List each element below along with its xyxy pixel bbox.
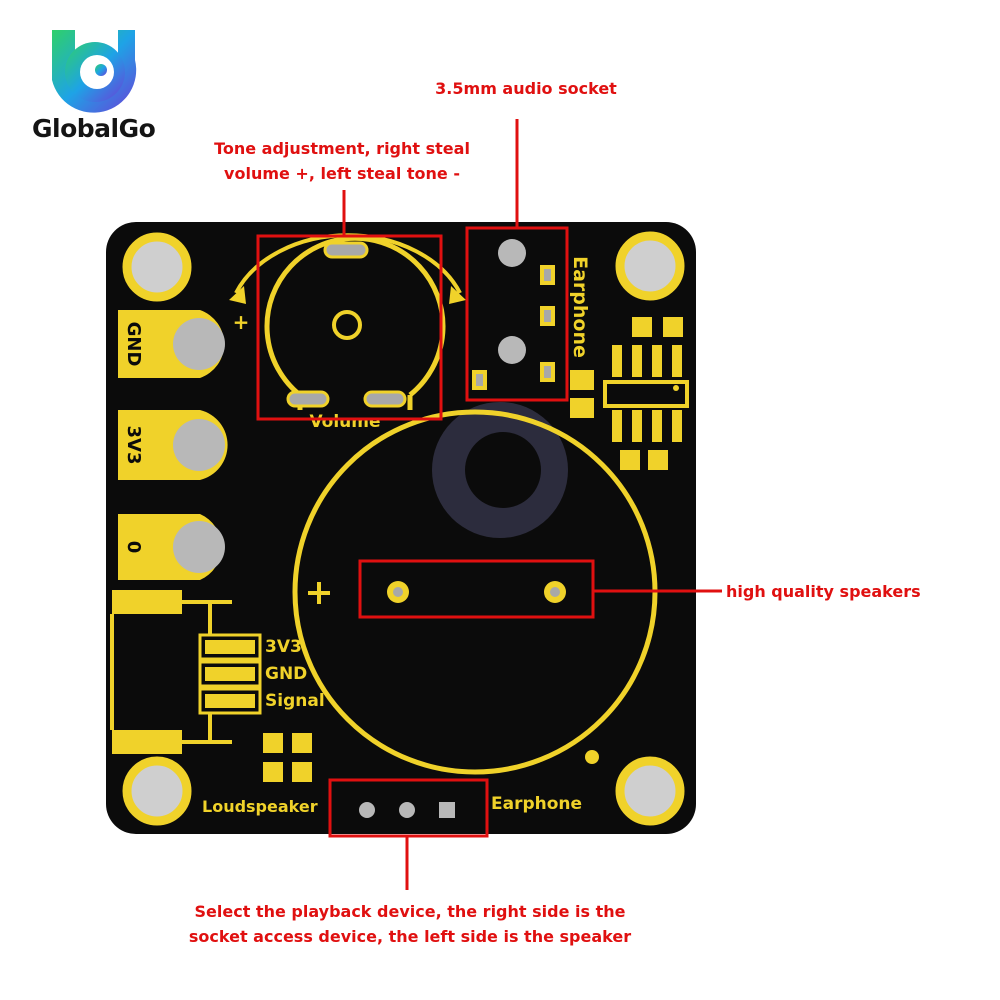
pad-label-3v3: 3V3 [123,426,144,465]
header-pin-gnd: GND [265,664,307,684]
side-pads [118,310,228,580]
smd-components [570,317,689,470]
callout-socket: 3.5mm audio socket [435,79,617,98]
potentiometer-arrows [229,241,466,408]
mounting-holes [122,231,685,826]
watermark-logo [432,402,568,538]
volume-label: Volume [309,412,380,432]
selector-switch [359,802,455,818]
earphone-vertical-label: Earphone [569,256,591,358]
plus-sign: + [233,310,250,334]
pad-label-gnd: GND [123,322,144,367]
callout-select-line1: Select the playback device, the right si… [194,902,626,921]
callout-select: Select the playback device, the right si… [180,899,640,949]
callout-tone-line2: volume +, left steal tone - [224,164,460,183]
callout-markers [256,119,722,890]
callout-speaker: high quality speakers [726,582,921,601]
pad-label-0: 0 [123,541,144,554]
header-pins [110,590,599,782]
callout-tone-line1: Tone adjustment, right steal [214,139,470,158]
header-pin-3v3: 3V3 [265,637,302,657]
header-pin-signal: Signal [265,691,325,711]
brand-name: GlobalGo [32,114,156,143]
callout-tone: Tone adjustment, right steal volume +, l… [210,136,474,186]
audio-socket [472,239,555,390]
globalgo-logo-icon [52,30,137,113]
callout-select-line2: socket access device, the left side is t… [188,927,632,946]
loudspeaker-label: Loudspeaker [202,797,318,816]
earphone-label: Earphone [491,794,582,814]
